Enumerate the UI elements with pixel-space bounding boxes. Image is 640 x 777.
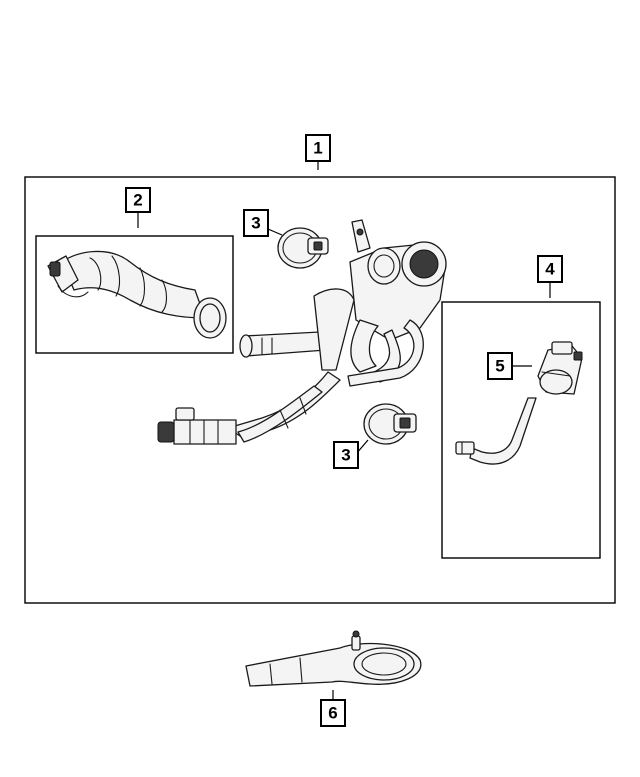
callout-3-top[interactable]: 3: [243, 209, 269, 237]
hose-clamp-bottom-part: [363, 403, 417, 445]
filler-neck-assembly-part: [157, 219, 447, 445]
callout-4[interactable]: 4: [537, 255, 563, 283]
callout-3a-leader: [267, 228, 283, 236]
vent-valve-part: [537, 341, 583, 395]
vent-subframe: [441, 301, 601, 559]
callout-5[interactable]: 5: [487, 352, 513, 380]
filler-housing-part: [245, 630, 422, 687]
callout-6[interactable]: 6: [320, 699, 346, 727]
hose-subframe: [35, 235, 234, 354]
fuel-filler-hose-part: [47, 250, 227, 339]
callout-3a-label: 3: [251, 214, 260, 233]
callout-5-label: 5: [495, 357, 504, 376]
vent-tube-part: [455, 397, 537, 465]
callout-1[interactable]: 1: [305, 134, 331, 162]
hose-clamp-top-part: [277, 227, 329, 269]
callout-2[interactable]: 2: [125, 187, 151, 213]
callout-1-label: 1: [313, 139, 322, 158]
callout-2-label: 2: [133, 191, 142, 210]
callout-3b-label: 3: [341, 446, 350, 465]
callout-3-bottom[interactable]: 3: [333, 441, 359, 469]
assembly-frame: [24, 176, 616, 604]
callout-6-label: 6: [328, 704, 337, 723]
callout-4-label: 4: [545, 260, 555, 279]
